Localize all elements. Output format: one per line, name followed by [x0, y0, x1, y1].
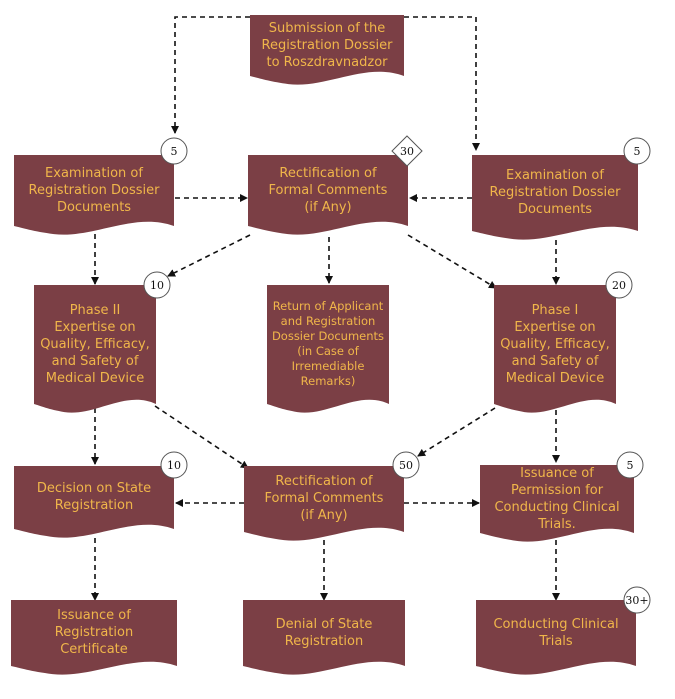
node-label-certificate: Issuance of Registration Certificate: [54, 608, 134, 657]
node-label-rect-mid: Rectification of Formal Comments (if Any…: [264, 474, 384, 523]
badge-shape-permission: [616, 451, 644, 479]
node-shape-denial: [243, 600, 405, 675]
badge-duration-rect-top: 30: [400, 144, 414, 158]
edge-rect-top-to-phase2: [167, 234, 251, 277]
node-shape-exam-right: [472, 155, 638, 240]
node-shape-decision: [14, 466, 174, 538]
edge-phase2-to-rect-mid: [154, 405, 249, 469]
badge-shape-phase1: [605, 271, 633, 299]
node-shape-return-docs: [267, 285, 389, 413]
node-label-rect-top: Rectification of Formal Comments (if Any…: [268, 165, 388, 215]
node-shape-rect-mid: [244, 466, 404, 541]
badge-shape-rect-mid: [392, 451, 420, 479]
edge-submission-to-exam-right: [404, 16, 480, 151]
edge-rect-top-to-phase1: [407, 234, 497, 289]
node-label-phase2: Phase II Expertise on Quality, Efficacy,…: [40, 302, 150, 386]
node-label-phase1: Phase I Expertise on Quality, Efficacy, …: [500, 302, 610, 386]
badge-shape-rect-top: [391, 135, 423, 167]
node-shape-rect-top: [248, 155, 408, 235]
node-label-return-docs: Return of Applicant and Registration Dos…: [271, 299, 385, 388]
badge-duration-phase2: 10: [150, 278, 164, 292]
node-label-submission: Submission of the Registration Dossier t…: [261, 20, 393, 70]
badge-shape-decision: [160, 451, 188, 479]
badge-duration-decision: 10: [167, 458, 181, 472]
node-shape-certificate: [11, 600, 177, 675]
node-label-exam-right: Examination of Registration Dossier Docu…: [489, 168, 621, 217]
badge-duration-exam-right: 5: [633, 144, 641, 158]
node-label-denial: Denial of State Registration: [275, 616, 373, 649]
badge-duration-exam-left: 5: [170, 144, 178, 158]
badge-shape-trials: [623, 586, 651, 614]
node-label-permission: Issuance of Permission for Conducting Cl…: [494, 465, 620, 532]
node-shape-trials: [476, 600, 636, 675]
node-shape-permission: [480, 465, 634, 542]
edge-submission-to-exam-left: [171, 16, 250, 134]
badge-shape-exam-left: [160, 137, 188, 165]
badge-duration-phase1: 20: [612, 278, 626, 292]
badge-shape-exam-right: [623, 137, 651, 165]
node-shape-phase2: [34, 285, 156, 413]
node-label-exam-left: Examination of Registration Dossier Docu…: [28, 165, 160, 215]
node-shape-exam-left: [14, 155, 174, 235]
node-shape-phase1: [494, 285, 616, 413]
node-label-trials: Conducting Clinical Trials: [493, 616, 619, 649]
badge-shape-phase2: [143, 271, 171, 299]
edge-phase1-to-rect-mid: [417, 407, 496, 457]
badge-duration-trials: 30+: [625, 593, 649, 607]
badge-duration-permission: 5: [626, 458, 634, 472]
badge-duration-rect-mid: 50: [399, 458, 413, 472]
node-label-decision: Decision on State Registration: [36, 481, 152, 513]
node-shape-submission: [250, 15, 404, 85]
